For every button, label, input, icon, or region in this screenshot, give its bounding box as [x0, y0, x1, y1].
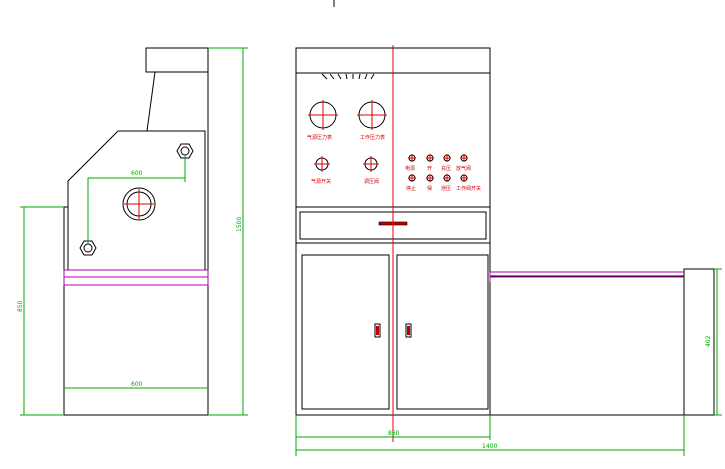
lamp-label: 电源 — [405, 165, 415, 172]
indicator-lamps — [408, 154, 468, 182]
valve-left-label: 气源开关 — [311, 178, 331, 185]
right-door[interactable] — [396, 254, 489, 410]
dim-left-base-width: 600 — [131, 381, 143, 388]
dim-left-height-total: 1500 — [236, 217, 243, 232]
lamp-icon[interactable] — [426, 154, 434, 162]
lamp-label: 放气阀 — [456, 165, 471, 172]
extension-end-post — [683, 268, 715, 416]
gauge-right-label: 工作压力表 — [360, 134, 385, 141]
dim-total-width: 1400 — [482, 443, 497, 450]
dim-left-height-base: 850 — [17, 300, 24, 312]
lamp-icon[interactable] — [460, 174, 468, 182]
lamp-label: 保 — [427, 185, 432, 192]
lamp-icon[interactable] — [460, 154, 468, 162]
valve-left-icon[interactable] — [314, 156, 330, 172]
lamp-icon[interactable] — [443, 154, 451, 162]
valve-right-icon[interactable] — [363, 156, 379, 172]
lamp-icon[interactable] — [443, 174, 451, 182]
lamp-label: 充压 — [441, 165, 451, 172]
lamp-label: 泄压 — [441, 185, 451, 192]
lamp-label: 开 — [427, 166, 432, 172]
lamp-icon[interactable] — [426, 174, 434, 182]
front-view: 气源压力表 工作压力表 气源开关 调压阀 — [295, 45, 715, 442]
gauge-right-icon — [357, 100, 387, 130]
front-dimensions: 860 1400 402 — [295, 268, 722, 456]
dim-left-top-width: 600 — [131, 170, 143, 177]
extension-table — [489, 275, 685, 416]
side-support-strut — [146, 71, 156, 132]
side-top-box — [145, 47, 209, 73]
dim-front-width: 860 — [388, 430, 400, 437]
gauge-left-icon — [308, 100, 338, 130]
vent-icon — [321, 73, 375, 80]
dim-side-height: 402 — [705, 335, 712, 347]
side-dimensions: 600 1500 850 600 — [17, 47, 248, 416]
gauge-left-label: 气源压力表 — [307, 134, 332, 141]
side-gauge-icon — [122, 187, 156, 221]
lamp-label: 工作阀开关 — [456, 185, 481, 192]
valve-right-label: 调压阀 — [364, 178, 379, 185]
lamp-icon[interactable] — [408, 154, 416, 162]
lamp-label: 停止 — [406, 185, 416, 192]
side-view — [63, 47, 209, 416]
lamp-icon[interactable] — [408, 174, 416, 182]
